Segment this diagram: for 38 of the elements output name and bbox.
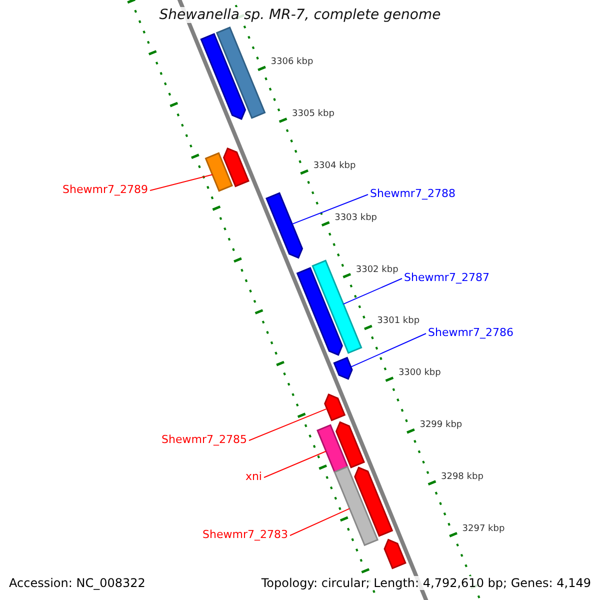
leader-line [264,450,327,478]
leader-line [248,408,328,441]
gene-label: Shewmr7_2787 [404,271,490,284]
scale-label: 3305 kbp [292,109,334,120]
gene-block [384,538,406,570]
gene-block [335,421,366,468]
scale-label: 3304 kbp [313,161,356,172]
gene-block [222,147,250,188]
leader-line [350,333,426,368]
gene-block [296,267,343,356]
leader-line [292,194,368,225]
scale-label: 3303 kbp [334,212,378,223]
leader-line [290,508,350,536]
leader-line [150,174,213,191]
scale-label: 3300 kbp [398,368,441,378]
gene-block [354,466,394,537]
scale-label: 3299 kbp [420,420,462,430]
gene-block [316,424,349,474]
gene-label: Shewmr7_2786 [428,326,514,339]
scale-label: 3297 kbp [462,524,505,534]
gene-block [334,466,379,546]
gene-label: Shewmr7_2789 [62,183,148,196]
gene-block [200,33,246,120]
gene-block [266,192,304,259]
accession-text: Accession: NC_008322 [9,576,146,590]
gene-label: Shewmr7_2783 [202,528,288,541]
scale-label: 3302 kbp [356,264,398,275]
gene-label: xni [245,470,262,483]
genome-summary-text: Topology: circular; Length: 4,792,610 bp; Genes: 4,149 [261,576,591,590]
gene-label: Shewmr7_2785 [162,433,247,446]
gene-block [333,356,353,380]
gene-block [216,26,266,119]
gene-label: Shewmr7_2788 [370,187,456,200]
scale-label: 3301 kbp [377,316,420,326]
gene-block [204,152,233,192]
scale-label: 3306 kbp [270,57,314,68]
gene-block [324,394,346,422]
scale-label: 3298 kbp [441,472,484,482]
